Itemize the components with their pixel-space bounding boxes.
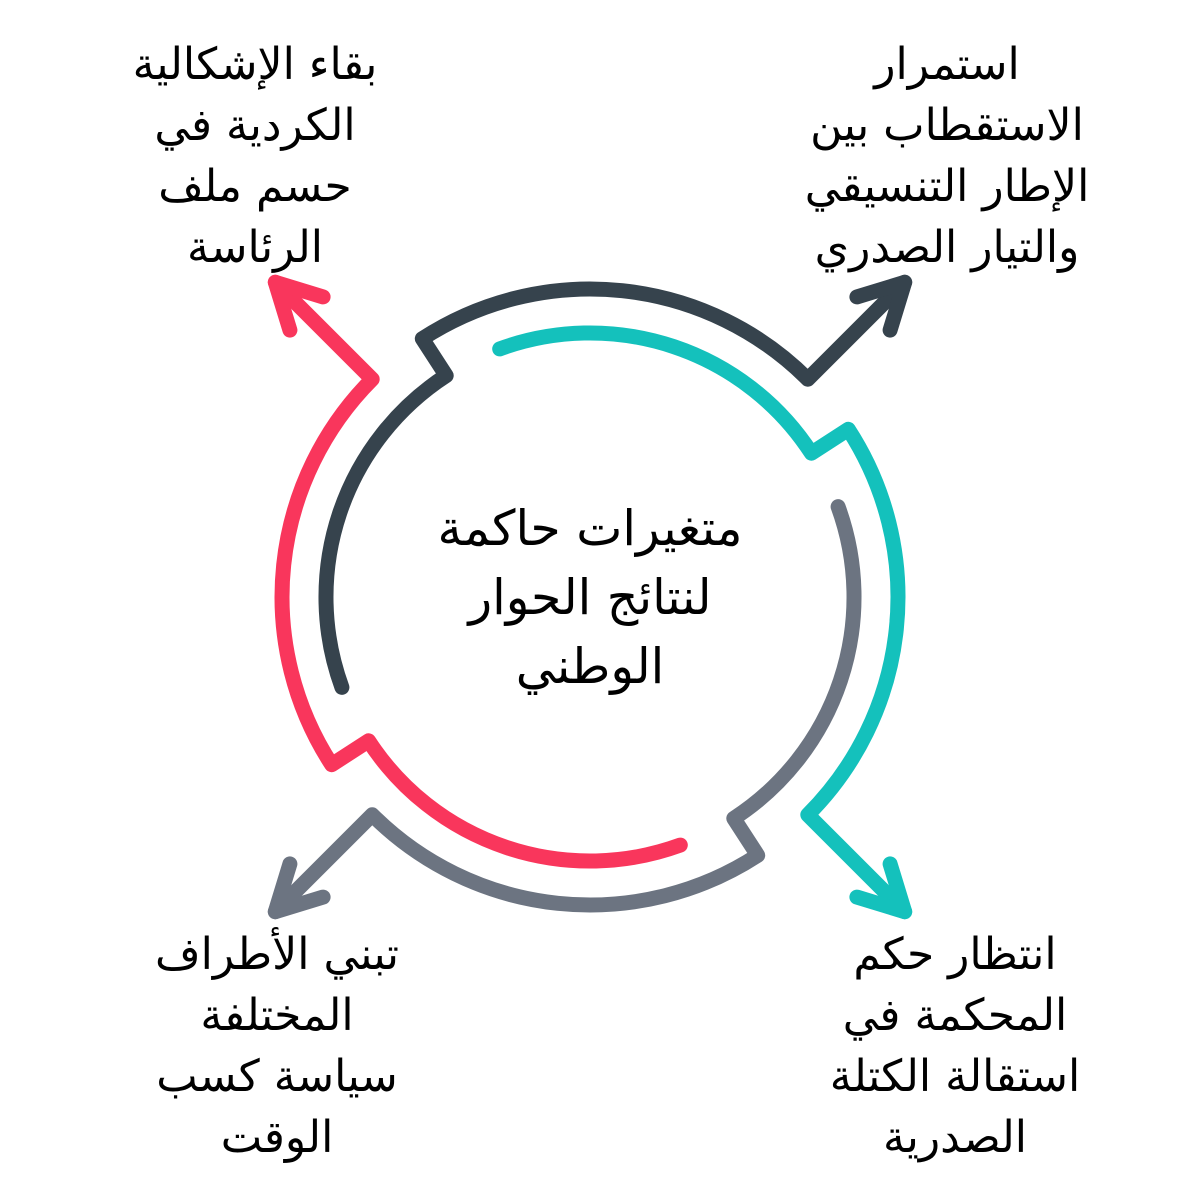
label-line: والتيار الصدري	[814, 222, 1080, 273]
label-line: سياسة كسب	[156, 1051, 398, 1102]
arc-segment-bottom-left	[267, 499, 862, 920]
label-line: تبني الأطراف	[155, 929, 399, 980]
label-line: بقاء الإشكالية	[132, 39, 378, 90]
center-title: متغيرات حاكمة لنتائج الحوار الوطني	[365, 494, 815, 701]
arc-top-left-body	[267, 274, 688, 869]
arrowhead-top-left-icon	[267, 274, 331, 338]
label-line: الإطار التنسيقي	[804, 161, 1090, 212]
center-title-line: الوطني	[515, 638, 665, 695]
arc-bottom-right-body	[492, 325, 913, 920]
arrowhead-bottom-right-icon	[849, 856, 913, 920]
label-line: المحكمة في	[842, 990, 1068, 1041]
label-line: الرئاسة	[186, 222, 324, 273]
arrowhead-top-right-icon	[849, 274, 913, 338]
label-line: استمرار	[874, 39, 1020, 90]
label-line: حسم ملف	[158, 161, 352, 212]
arc-segment-top-left	[267, 274, 688, 869]
label-bottom-left: تبني الأطراف المختلفة سياسة كسب الوقت	[52, 924, 502, 1168]
label-line: الكردية في	[154, 100, 356, 151]
arc-top-right-body	[318, 274, 913, 695]
arrowhead-bottom-left-icon	[267, 856, 331, 920]
label-line: انتظار حكم	[853, 929, 1057, 980]
label-line: الوقت	[220, 1112, 334, 1163]
arc-segment-top-right	[318, 274, 913, 695]
label-line: الاستقطاب بين	[810, 100, 1084, 151]
label-line: استقالة الكتلة	[829, 1051, 1081, 1102]
center-title-line: متغيرات حاكمة	[437, 500, 743, 557]
label-bottom-right: انتظار حكم المحكمة في استقالة الكتلة الص…	[730, 924, 1180, 1168]
arc-bottom-left-body	[267, 499, 862, 920]
label-top-right: استمرار الاستقطاب بين الإطار التنسيقي وا…	[722, 34, 1172, 278]
label-line: الصدرية	[883, 1112, 1027, 1163]
center-title-line: لنتائج الحوار	[468, 569, 712, 626]
label-top-left: بقاء الإشكالية الكردية في حسم ملف الرئاس…	[30, 34, 480, 278]
arc-segment-bottom-right	[492, 325, 913, 920]
label-line: المختلفة	[200, 990, 354, 1041]
